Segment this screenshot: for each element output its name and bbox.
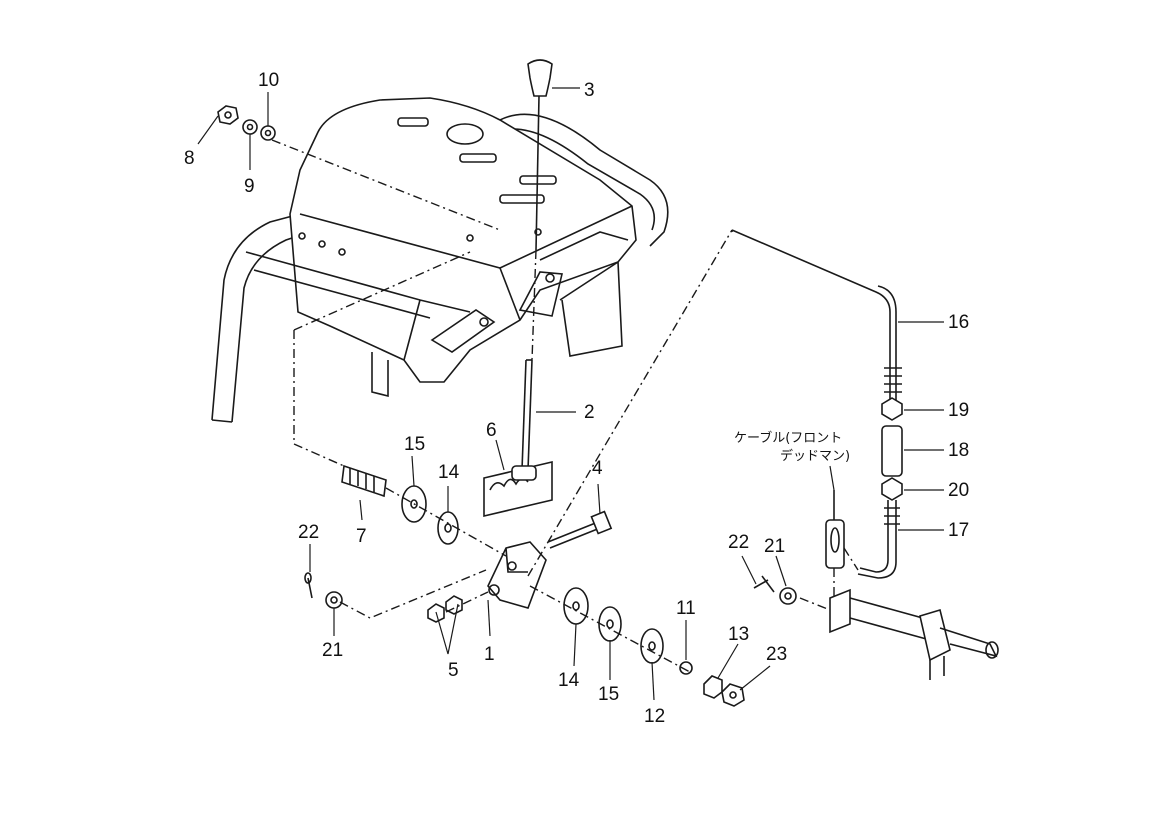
callout-9: 9 [244, 176, 255, 197]
callout-22-left: 22 [298, 522, 319, 543]
callout-4: 4 [592, 458, 603, 479]
linkage-rod-17 [857, 500, 900, 579]
callout-12: 12 [644, 706, 665, 727]
callout-21-left: 21 [322, 640, 343, 661]
shift-knob [527, 59, 553, 97]
leader-lines [197, 87, 944, 701]
callout-21-right: 21 [764, 536, 785, 557]
nut-8 [217, 105, 239, 125]
pivot-bracket [487, 541, 547, 609]
washer-21-right [779, 587, 797, 605]
callout-13: 13 [728, 624, 749, 645]
cable-caption: ケーブル(フロント デッドマン) [734, 430, 850, 464]
callout-20: 20 [948, 480, 969, 501]
callout-3: 3 [584, 80, 595, 101]
cable-caption-line1: ケーブル(フロント [734, 430, 842, 446]
washer-21-left [325, 591, 343, 609]
callout-19: 19 [948, 400, 969, 421]
callout-15-right: 15 [598, 684, 619, 705]
cable-caption-line2: デッドマン) [780, 448, 850, 464]
washer-9 [242, 119, 258, 135]
nut-13 [703, 675, 723, 699]
washer-15-right [598, 606, 622, 642]
callout-6: 6 [486, 420, 497, 441]
assembly-paths [271, 139, 859, 673]
callout-11: 11 [676, 598, 696, 619]
callout-15-left: 15 [404, 434, 425, 455]
nut-23 [721, 683, 745, 707]
pivot-pin [341, 464, 387, 498]
callout-2: 2 [584, 402, 595, 423]
callout-7: 7 [356, 526, 367, 547]
callout-10: 10 [258, 70, 279, 91]
washer-14-left [437, 511, 459, 545]
cotter-pin-22-right [753, 575, 775, 593]
control-panel-housing [245, 97, 637, 398]
callout-1: 1 [484, 644, 495, 665]
callout-23: 23 [766, 644, 787, 665]
callout-22-right: 22 [728, 532, 749, 553]
callout-labels: 1 2 3 4 5 6 7 8 9 10 11 12 13 14 14 15 1… [184, 70, 969, 727]
deadman-shaft [829, 588, 999, 680]
washer-11 [679, 661, 693, 675]
linkage-rod-16 [731, 229, 902, 400]
washer-10 [260, 125, 276, 141]
washer-12 [640, 628, 664, 664]
lock-nut-19 [881, 397, 903, 421]
spring-bracket [483, 460, 553, 518]
turnbuckle-18 [881, 425, 903, 477]
lock-nut-20 [881, 477, 903, 501]
callout-8: 8 [184, 148, 195, 169]
callout-17: 17 [948, 520, 969, 541]
callout-16: 16 [948, 312, 969, 333]
callout-5: 5 [448, 660, 459, 681]
callout-14-right: 14 [558, 670, 580, 691]
callout-18: 18 [948, 440, 969, 461]
cotter-pin-22-left [304, 572, 313, 599]
bolt [547, 510, 613, 549]
callout-14-left: 14 [438, 462, 460, 483]
cable-end-clevis [825, 490, 845, 569]
shift-rod [521, 95, 540, 471]
